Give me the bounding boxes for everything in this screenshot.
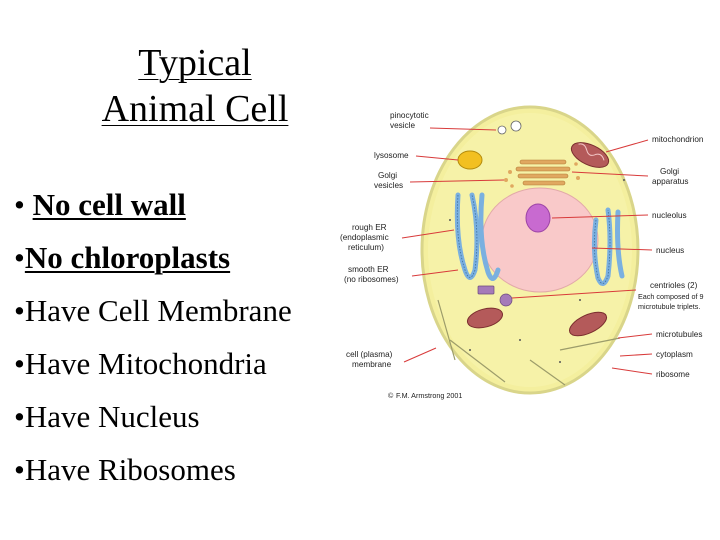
bullet-marker: • [14, 399, 25, 434]
pointer-ribosome [611, 367, 653, 375]
label-nucleus: nucleus [656, 246, 684, 255]
label-lysosome: lysosome [374, 151, 409, 160]
label-pinocytotic-vesicle: pinocytotic [390, 111, 429, 120]
label-golgi-vesicles: Golgi [378, 171, 397, 180]
pointer-smooth-er [411, 269, 459, 277]
pointer-lysosome [415, 155, 459, 161]
golgi-vesicles-shape [504, 162, 580, 188]
bullet-text: Have Cell Membrane [24, 293, 292, 328]
rough-er-outline [456, 194, 611, 284]
label-mitochondrion: mitochondrion [652, 135, 704, 144]
label-golgi-apparatus: Golgi [660, 167, 679, 176]
golgi-apparatus-shape [515, 159, 571, 186]
bullet-item: •Have Nucleus [14, 390, 292, 443]
label-ribosome: ribosome [656, 370, 690, 379]
label-pinocytotic-vesicle-line2: vesicle [390, 121, 415, 130]
label-cell-membrane: cell (plasma) [346, 350, 393, 359]
credit-mark: © [388, 391, 394, 400]
bullet-text: No cell wall [32, 187, 186, 222]
credit-text: F.M. Armstrong 2001 [396, 391, 462, 400]
pointer-golgi-apparatus [571, 171, 649, 177]
centrioles-shape [477, 285, 513, 307]
bullet-list: • No cell wall •No chloroplasts •Have Ce… [14, 178, 292, 496]
label-cell-membrane-line2: membrane [352, 360, 392, 369]
bullet-marker: • [14, 452, 25, 487]
pinocytotic-vesicle [510, 120, 522, 132]
nucleus-shape [481, 187, 599, 293]
bullet-marker: • [14, 187, 25, 222]
pointer-microtubules [617, 333, 653, 339]
bullet-marker: • [14, 346, 25, 381]
bullet-item: •Have Cell Membrane [14, 284, 292, 337]
label-microtubules: microtubules [656, 330, 702, 339]
label-smooth-er: smooth ER [348, 265, 389, 274]
label-cytoplasm: cytoplasm [656, 350, 693, 359]
pinocytotic-vesicle [497, 125, 507, 135]
pointer-cytoplasm [619, 353, 653, 357]
bullet-marker: • [14, 293, 25, 328]
slide-title: Typical Animal Cell [60, 40, 330, 132]
bullet-item: •Have Ribosomes [14, 443, 292, 496]
pointer-pinocytotic [429, 127, 497, 131]
label-golgi-apparatus-line2: apparatus [652, 177, 688, 186]
mitochondrion-shape [466, 142, 610, 337]
label-golgi-vesicles-line2: vesicles [374, 181, 403, 190]
label-smooth-er-line2: (no ribosomes) [344, 275, 399, 284]
ribosomes-shape [449, 179, 625, 363]
label-centrioles-line3: microtubule triplets. [638, 302, 700, 311]
pointer-nucleolus [551, 214, 649, 219]
animal-cell-diagram: pinocytotic vesicle lysosome Golgi vesic… [340, 105, 704, 400]
bullet-marker: • [14, 240, 25, 275]
label-nucleolus: nucleolus [652, 211, 687, 220]
bullet-text: Have Mitochondria [24, 346, 267, 381]
pointer-nucleus [591, 247, 653, 251]
pointer-cell-membrane [403, 347, 437, 363]
bullet-item: •Have Mitochondria [14, 337, 292, 390]
microtubules-shape [437, 299, 621, 386]
pointer-mitochondrion [605, 139, 649, 153]
title-line-1: Typical [138, 42, 252, 84]
bullet-item: •No chloroplasts [14, 231, 292, 284]
bullet-item: • No cell wall [14, 178, 292, 231]
pointer-golgi-vesicles [409, 179, 505, 183]
label-rough-er-line2: (endoplasmic [340, 233, 389, 242]
bullet-text: Have Nucleus [24, 399, 200, 434]
bullet-text: No chloroplasts [24, 240, 231, 275]
bullet-text: Have Ribosomes [24, 452, 236, 487]
pointer-centrioles [511, 289, 637, 299]
lysosome-shape [457, 150, 483, 170]
label-centrioles: centrioles (2) [650, 281, 698, 290]
pointer-rough-er [401, 229, 455, 239]
label-rough-er: rough ER [352, 223, 387, 232]
title-line-2: Animal Cell [101, 88, 289, 130]
label-rough-er-line3: reticulum) [348, 243, 384, 252]
label-centrioles-line2: Each composed of 9 [638, 292, 704, 301]
nucleolus-shape [525, 203, 551, 233]
